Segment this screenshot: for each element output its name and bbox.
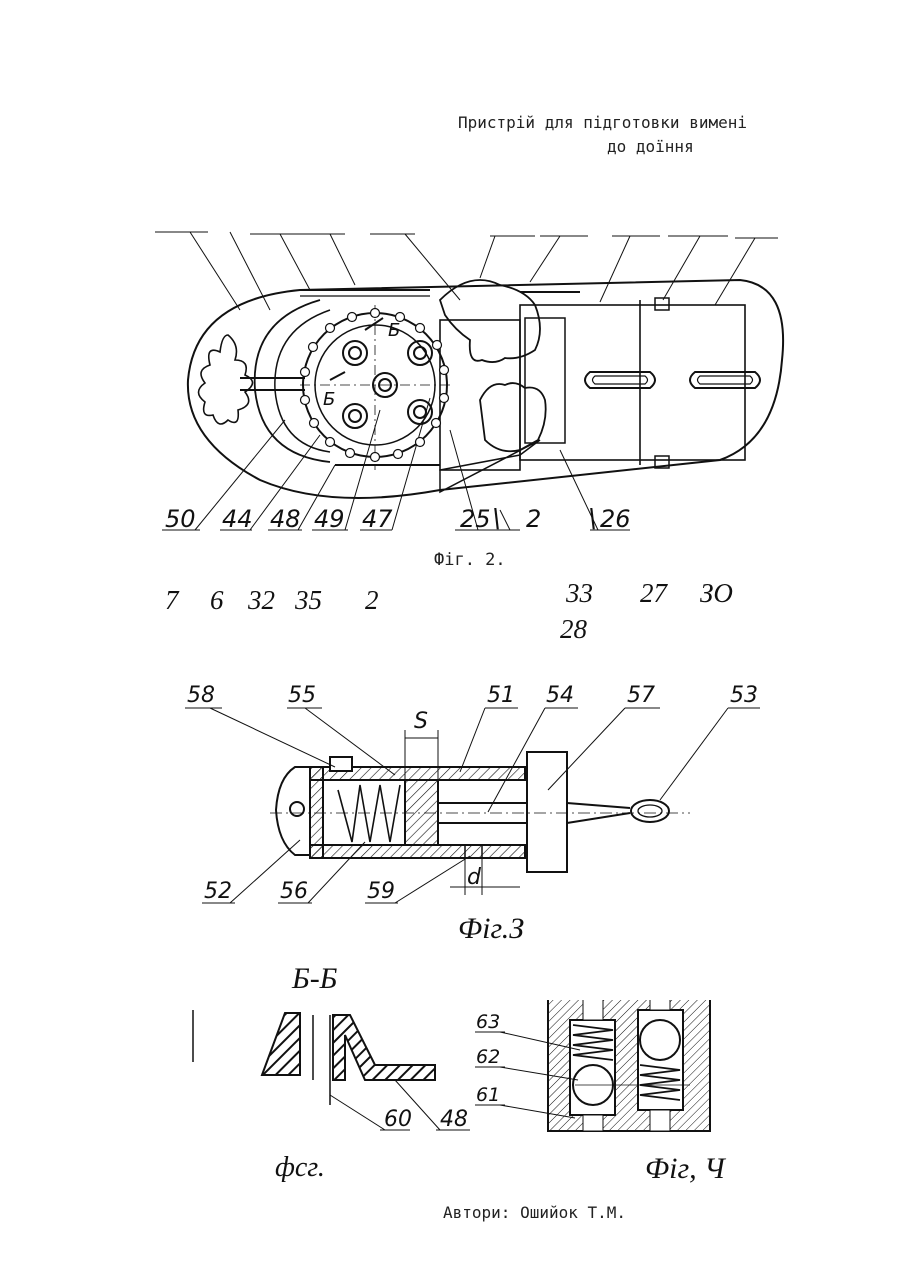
fig3-label-56: 56 <box>280 879 308 904</box>
loose-label-32: 32 <box>248 585 275 616</box>
figure-3-caption: Фіг.З <box>458 912 524 946</box>
loose-label-35: 35 <box>295 585 322 616</box>
loose-label-30: ЗО <box>700 578 733 609</box>
section-mark-b-top: Б <box>388 320 400 341</box>
fig2-label-2: 2 <box>526 505 541 533</box>
loose-label-28: 28 <box>560 614 587 645</box>
fig3-dimension-s: S <box>414 709 428 734</box>
section-label-48: 48 <box>440 1107 468 1132</box>
loose-label-27: 27 <box>640 578 667 609</box>
fig2-label-26: 26 <box>600 505 631 533</box>
fig2-divider-b: \ <box>588 504 597 534</box>
fig3-label-51: 51 <box>487 683 515 708</box>
fig2-divider-a: \ <box>492 504 501 534</box>
loose-label-2: 2 <box>365 585 379 616</box>
loose-label-33: 33 <box>566 578 593 609</box>
fig2-label-25: 25 <box>460 505 491 533</box>
fig4-label-62: 62 <box>476 1046 500 1068</box>
fig3-label-52: 52 <box>204 879 232 904</box>
section-mark-b-bottom: Б <box>323 389 335 410</box>
figure-2-drawing: Б Б 50 44 48 49 47 25 2 26 \ \ <box>0 0 900 560</box>
fig2-label-48: 48 <box>270 505 301 533</box>
section-bb-title: Б-Б <box>292 962 337 996</box>
fig2-label-44: 44 <box>222 505 253 533</box>
loose-label-7: 7 <box>165 585 179 616</box>
fig2-label-49: 49 <box>314 505 345 533</box>
figure-2-caption: Фіг. 2. <box>434 550 506 570</box>
fig3-label-53: 53 <box>730 683 758 708</box>
fig3-label-57: 57 <box>627 683 655 708</box>
fig3-label-58: 58 <box>187 683 215 708</box>
figure-4-caption: Фіг, Ч <box>645 1152 725 1186</box>
section-label-60: 60 <box>384 1107 412 1132</box>
authors-line: Автори: Ошийок Т.М. <box>443 1203 626 1222</box>
fig3-dimension-d: d <box>467 865 482 890</box>
fig3-label-55: 55 <box>288 683 316 708</box>
fig2-label-47: 47 <box>362 505 393 533</box>
section-bb-drawing: 60 48 63 62 61 <box>0 1000 900 1150</box>
fig4-label-61: 61 <box>476 1084 500 1106</box>
fig2-label-50: 50 <box>165 505 196 533</box>
fig4-label-63: 63 <box>476 1011 500 1033</box>
fig3-label-54: 54 <box>546 683 574 708</box>
loose-label-6: 6 <box>210 585 224 616</box>
fig3-label-59: 59 <box>367 879 395 904</box>
section-bb-caption: фсг. <box>275 1152 325 1184</box>
figure-3-drawing: 58 55 51 54 57 53 52 56 59 S d <box>0 660 900 960</box>
